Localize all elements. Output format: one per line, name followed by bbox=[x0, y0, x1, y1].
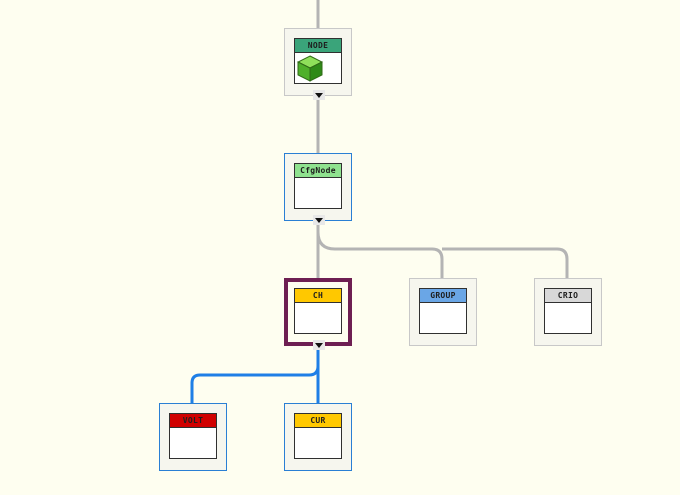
expand-arrow-icon bbox=[315, 217, 323, 223]
ch-expand-button[interactable] bbox=[313, 340, 325, 350]
link-cfgnode-group bbox=[316, 231, 444, 278]
cur-label: CUR bbox=[295, 414, 341, 428]
tree-node-volt[interactable]: VOLT bbox=[159, 403, 227, 471]
green-cube-icon bbox=[297, 55, 323, 82]
cur-body: CUR bbox=[294, 413, 342, 459]
tree-node-crio[interactable]: CRIO bbox=[534, 278, 602, 346]
node-expand-button[interactable] bbox=[313, 90, 325, 100]
tree-node-cfgnode[interactable]: CfgNode bbox=[284, 153, 352, 225]
tree-node-cur[interactable]: CUR bbox=[284, 403, 352, 471]
ch-body: CH bbox=[294, 288, 342, 334]
crio-body: CRIO bbox=[544, 288, 592, 334]
group-label: GROUP bbox=[420, 289, 466, 303]
node-label: NODE bbox=[295, 39, 341, 53]
node-body: NODE bbox=[294, 38, 342, 84]
tree-node-ch[interactable]: CH bbox=[284, 278, 352, 350]
crio-label: CRIO bbox=[545, 289, 591, 303]
tree-node-node[interactable]: NODE bbox=[284, 28, 352, 100]
ch-label: CH bbox=[295, 289, 341, 303]
expand-arrow-icon bbox=[315, 342, 323, 348]
link-ch-volt bbox=[190, 346, 320, 403]
volt-body: VOLT bbox=[169, 413, 217, 459]
link-cfgnode-crio bbox=[442, 247, 569, 278]
expand-arrow-icon bbox=[315, 92, 323, 98]
tree-node-group[interactable]: GROUP bbox=[409, 278, 477, 346]
cfgnode-body: CfgNode bbox=[294, 163, 342, 209]
volt-label: VOLT bbox=[170, 414, 216, 428]
cfgnode-expand-button[interactable] bbox=[313, 215, 325, 225]
cfgnode-label: CfgNode bbox=[295, 164, 341, 178]
group-body: GROUP bbox=[419, 288, 467, 334]
